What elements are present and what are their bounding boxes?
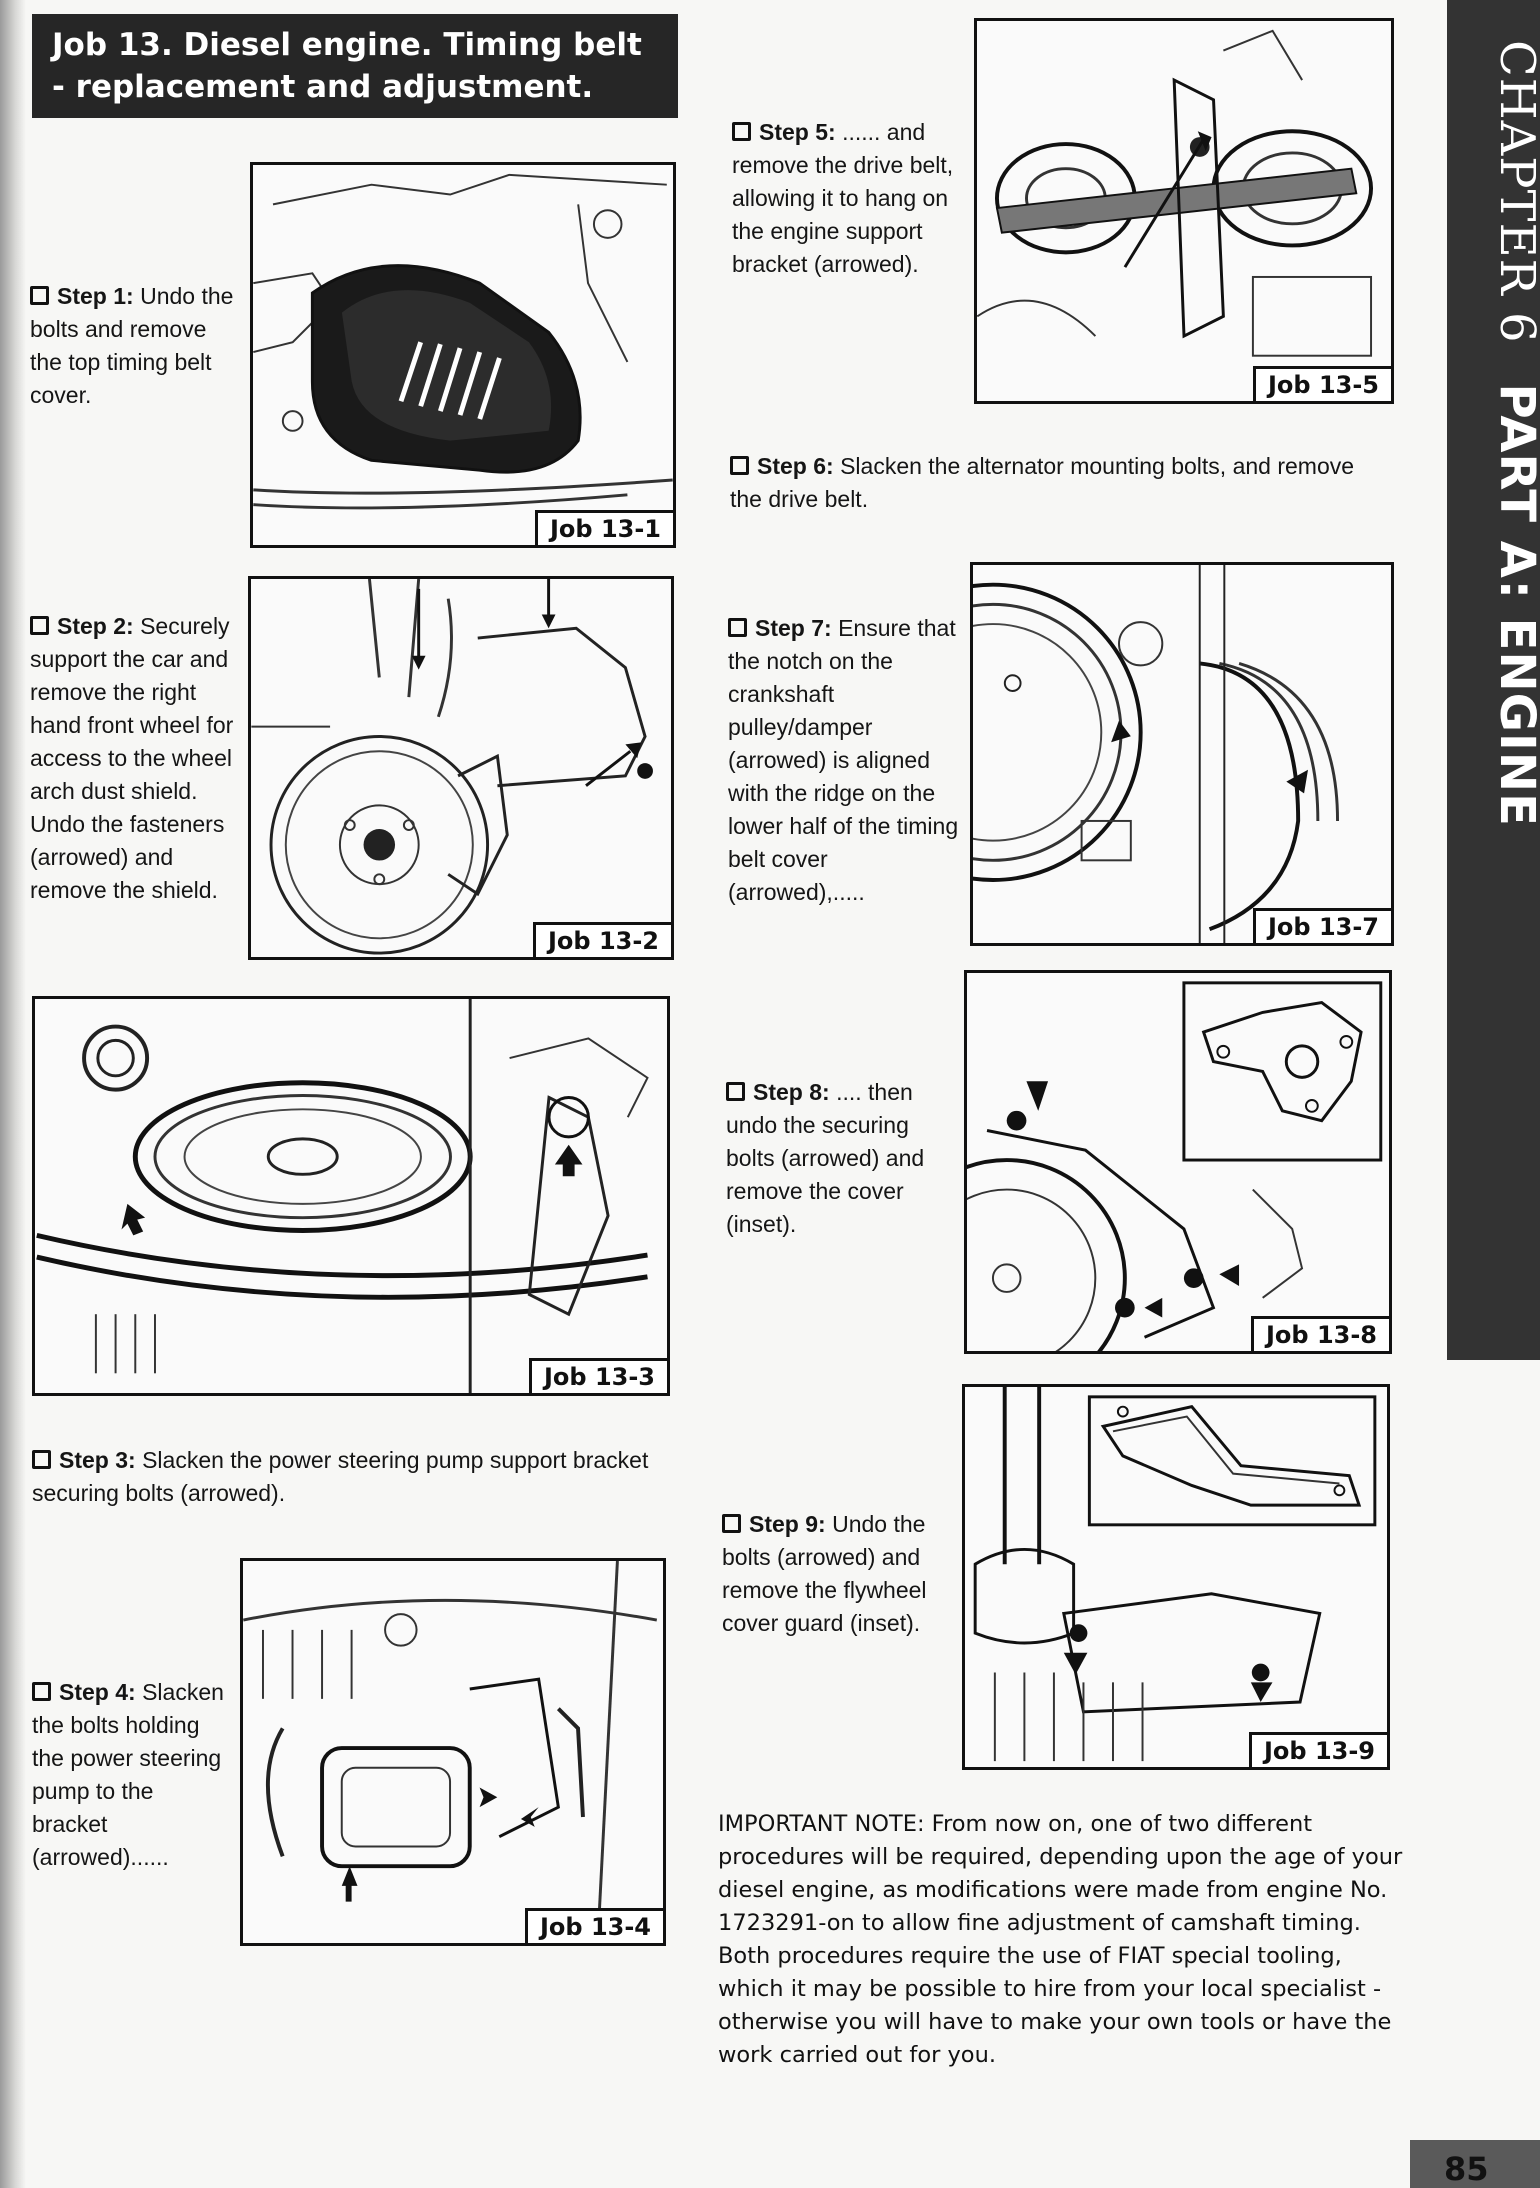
step-text: ...... and remove the drive belt, allowi… <box>732 119 954 277</box>
step-3: Step 3: Slacken the power steering pump … <box>32 1444 652 1510</box>
checkbox-icon <box>32 1682 51 1701</box>
job-title-line-1: Job 13. Diesel engine. Timing belt <box>52 27 642 63</box>
step-label: Step 7: <box>755 615 832 641</box>
step-6: Step 6: Slacken the alternator mounting … <box>730 450 1370 516</box>
step-text: Slacken the bolts holding the power stee… <box>32 1679 224 1870</box>
job-title: Job 13. Diesel engine. Timing belt - rep… <box>32 14 678 118</box>
step-text: .... then undo the securing bolts (arrow… <box>726 1079 925 1237</box>
power-steering-bracket-illustration <box>36 999 649 1393</box>
step-9: Step 9: Undo the bolts (arrowed) and rem… <box>722 1508 954 1640</box>
important-note: IMPORTANT NOTE: From now on, one of two … <box>718 1811 1403 2068</box>
figure-label: Job 13-5 <box>1252 366 1391 401</box>
step-label: Step 2: <box>57 613 134 639</box>
checkbox-icon <box>730 456 749 475</box>
step-text: Ensure that the notch on the crankshaft … <box>728 615 959 905</box>
checkbox-icon <box>722 1514 741 1533</box>
job-title-line-2: - replacement and adjustment. <box>52 69 594 105</box>
step-text: Undo the bolts and remove the top timing… <box>30 283 234 408</box>
checkbox-icon <box>732 122 751 141</box>
figure-job-13-2: Job 13-2 <box>248 576 674 960</box>
part-label: PART A: ENGINE <box>1489 383 1540 827</box>
timing-cover-illustration <box>253 173 673 510</box>
figure-job-13-3: Job 13-3 <box>32 996 670 1396</box>
checkbox-icon <box>30 616 49 635</box>
checkbox-icon <box>30 286 49 305</box>
figure-label: Job 13-9 <box>1248 1732 1387 1767</box>
step-label: Step 6: <box>757 453 834 479</box>
figure-job-13-1: Job 13-1 <box>250 162 676 548</box>
checkbox-icon <box>32 1450 51 1469</box>
figure-label: Job 13-7 <box>1252 908 1391 943</box>
figure-job-13-9: Job 13-9 <box>962 1384 1390 1770</box>
drive-belt-illustration <box>977 29 1374 357</box>
figure-label: Job 13-1 <box>534 510 673 545</box>
step-2: Step 2: Securely support the car and rem… <box>30 610 240 907</box>
step-1: Step 1: Undo the bolts and remove the to… <box>30 280 242 412</box>
figure-job-13-4: Job 13-4 <box>240 1558 666 1946</box>
timing-cover-lower-illustration <box>967 981 1383 1351</box>
figure-label: Job 13-3 <box>528 1358 667 1393</box>
step-7: Step 7: Ensure that the notch on the cra… <box>728 612 968 909</box>
page-number-tab <box>1410 2140 1540 2188</box>
step-text: Slacken the alternator mounting bolts, a… <box>730 453 1355 512</box>
figure-label: Job 13-2 <box>532 922 671 957</box>
page-number: 85 <box>1444 2150 1489 2188</box>
flywheel-guard-illustration <box>973 1387 1377 1762</box>
checkbox-icon <box>726 1082 745 1101</box>
step-label: Step 1: <box>57 283 134 309</box>
figure-job-13-7: Job 13-7 <box>970 562 1394 946</box>
figure-label: Job 13-4 <box>524 1908 663 1943</box>
crankshaft-pulley-illustration <box>973 565 1340 943</box>
figure-job-13-5: Job 13-5 <box>974 18 1394 404</box>
step-4: Step 4: Slacken the bolts holding the po… <box>32 1676 232 1874</box>
step-5: Step 5: ...... and remove the drive belt… <box>732 116 968 281</box>
step-text: Undo the bolts (arrowed) and remove the … <box>722 1511 927 1636</box>
checkbox-icon <box>728 618 747 637</box>
step-label: Step 3: <box>59 1447 136 1473</box>
wheel-arch-illustration <box>251 579 653 955</box>
step-label: Step 4: <box>59 1679 136 1705</box>
step-label: Step 8: <box>753 1079 830 1105</box>
step-label: Step 5: <box>759 119 836 145</box>
chapter-side-tab: CHAPTER 6 PART A: ENGINE <box>1447 0 1540 1360</box>
pump-bracket-illustration <box>243 1561 658 1943</box>
step-text: Slacken the power steering pump support … <box>32 1447 649 1506</box>
step-text: Securely support the car and remove the … <box>30 613 234 903</box>
page-gutter-shadow <box>0 0 26 2188</box>
step-label: Step 9: <box>749 1511 826 1537</box>
step-8: Step 8: .... then undo the securing bolt… <box>726 1076 958 1241</box>
figure-label: Job 13-8 <box>1250 1316 1389 1351</box>
chapter-label: CHAPTER 6 <box>1489 40 1540 344</box>
figure-job-13-8: Job 13-8 <box>964 970 1392 1354</box>
